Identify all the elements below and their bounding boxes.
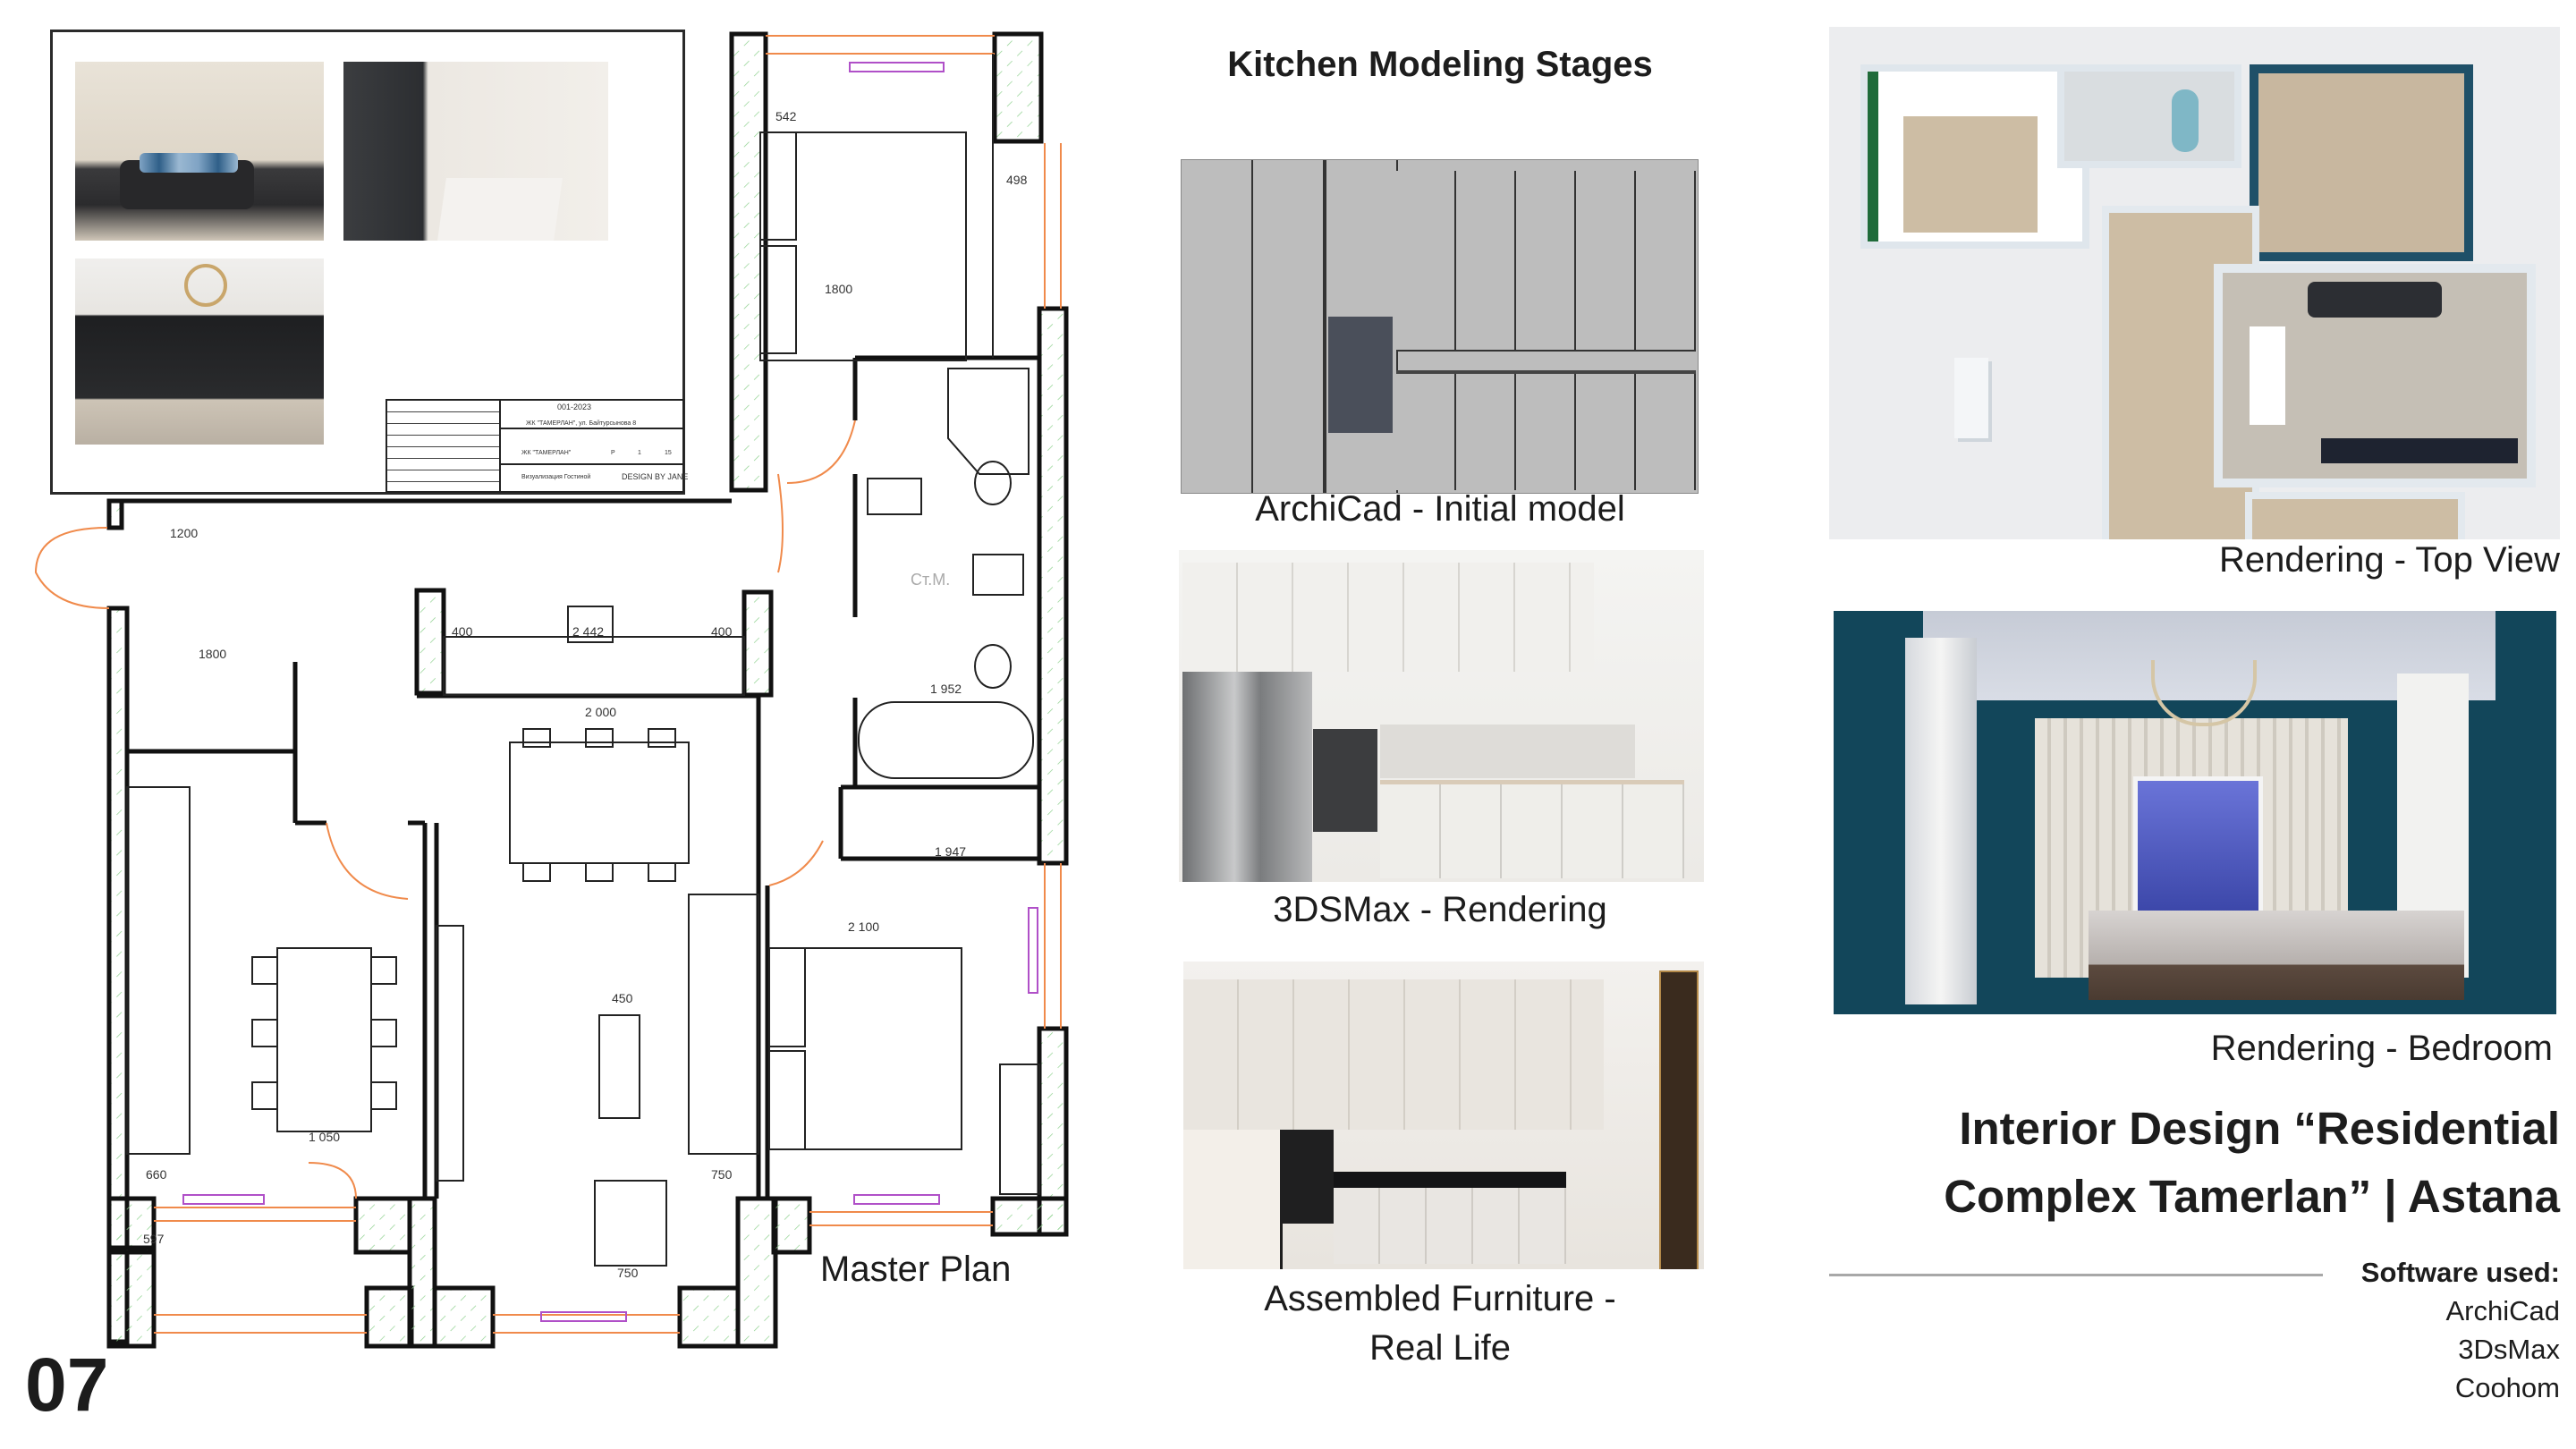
dim-1800-kitchen: 1800 — [199, 647, 227, 661]
page-number: 07 — [25, 1343, 109, 1427]
living-sofa-render — [75, 62, 324, 241]
photo-lower-cabinets — [1334, 1188, 1566, 1264]
dim-1050: 1 050 — [309, 1130, 341, 1144]
tv-bedroom-blue — [2250, 64, 2473, 261]
software-coohom: Coohom — [2454, 1372, 2560, 1403]
dining-render — [343, 62, 608, 241]
tv-kitchen — [2245, 492, 2465, 539]
dim-2000: 2 000 — [585, 705, 617, 719]
divider-line — [1829, 1274, 2323, 1276]
dim-1952: 1 952 — [930, 682, 962, 696]
archicad-tall-units — [1182, 160, 1325, 493]
br-curtain-left — [1905, 638, 1977, 1004]
3dsmax-caption: 3DSMax - Rendering — [1273, 890, 1607, 929]
real-life-caption-line1: Assembled Furniture - — [1264, 1279, 1616, 1318]
tv-boiler — [1954, 358, 1988, 438]
render-oven — [1313, 729, 1377, 832]
tv-sofa — [2308, 282, 2442, 318]
tb-sheets: 15 — [665, 450, 672, 456]
tv-bedroom-green — [1860, 64, 2089, 249]
chandelier-shape — [184, 264, 227, 307]
software-label: Software used: — [2360, 1257, 2560, 1288]
photo-countertop — [1334, 1172, 1566, 1188]
tb-sheet: 1 — [638, 450, 641, 456]
archicad-oven-column — [1325, 160, 1398, 493]
dim-542: 542 — [775, 109, 797, 123]
tv-island — [2250, 326, 2285, 425]
top-view-rendering — [1829, 27, 2560, 539]
dim-1947: 1 947 — [935, 844, 967, 859]
washer-label: Ст.М. — [911, 571, 951, 589]
3dsmax-kitchen-image — [1179, 550, 1704, 882]
dim-597: 597 — [143, 1232, 165, 1246]
bedroom-caption: Rendering - Bedroom — [2210, 1029, 2553, 1068]
top-view-caption: Rendering - Top View — [2219, 540, 2560, 580]
dim-1800: 1800 — [825, 282, 853, 296]
project-title-line2: Complex Tamerlan” | Astana — [1944, 1171, 2560, 1222]
dim-400-left: 400 — [452, 624, 473, 639]
photo-upper-cabinets — [1183, 979, 1604, 1130]
master-floor-plan — [34, 31, 1069, 1349]
tv-counter — [2321, 438, 2518, 463]
render-upper-cabinets — [1182, 563, 1594, 672]
br-window — [2133, 776, 2263, 919]
archicad-kitchen-image — [1181, 159, 1699, 494]
render-fridge — [1182, 672, 1312, 882]
archicad-caption: ArchiCad - Initial model — [1255, 489, 1625, 529]
tv-floor1 — [1903, 116, 2038, 233]
tb-stage: Р — [611, 450, 615, 456]
tb-sheet-name: Визуализация Гостиной — [521, 474, 591, 480]
master-plan-label: Master Plan — [820, 1250, 1012, 1289]
dim-498: 498 — [1006, 173, 1028, 187]
tv-living — [2214, 264, 2536, 487]
dim-2100: 2 100 — [848, 919, 880, 934]
tb-grid — [387, 401, 501, 491]
project-title-line1: Interior Design “Residential — [1959, 1103, 2560, 1154]
dining-table-shape — [437, 178, 563, 241]
dim-2442: 2 442 — [572, 624, 605, 639]
tb-divider — [499, 428, 682, 429]
dim-750: 750 — [711, 1167, 733, 1182]
software-archicad: ArchiCad — [2445, 1295, 2561, 1326]
br-chandelier — [2151, 660, 2257, 726]
photo-glass-cabinet — [1659, 970, 1699, 1269]
photo-oven — [1280, 1130, 1334, 1224]
tv-bathtub — [2172, 89, 2199, 152]
dim-400-right: 400 — [711, 624, 733, 639]
render-lower-cabinets — [1380, 780, 1684, 878]
real-life-caption-line2: Real Life — [1369, 1328, 1511, 1368]
software-3dsmax: 3DsMax — [2458, 1334, 2560, 1365]
dim-750-chair: 750 — [617, 1266, 639, 1280]
archicad-ovens — [1328, 317, 1393, 433]
kitchen-stages-title: Kitchen Modeling Stages — [1227, 45, 1653, 84]
tb-code: 001-2023 — [557, 402, 592, 411]
tb-studio: DESIGN BY JANE — [622, 472, 689, 481]
tb-project: ЖК "ТАМЕРЛАН" — [521, 450, 572, 456]
tb-divider2 — [499, 463, 682, 465]
living-room-sheet: 001-2023 ЖК "ТАМЕРЛАН", ул. Байтурсынова… — [50, 30, 688, 495]
br-bed — [2089, 911, 2464, 1000]
dim-1200: 1200 — [170, 526, 199, 540]
tb-address: ЖК "ТАМЕРЛАН", ул. Байтурсынова 8 — [526, 420, 637, 427]
pillows — [140, 153, 238, 173]
dim-450: 450 — [612, 991, 633, 1005]
bedroom-rendering — [1834, 611, 2556, 1014]
real-kitchen-photo — [1183, 962, 1704, 1269]
archicad-upper-cabinets — [1396, 171, 1696, 352]
living-tv-render — [75, 258, 324, 445]
archicad-lower-cabinets — [1396, 370, 1696, 490]
tv-green-wall — [1868, 72, 1878, 242]
render-backsplash — [1380, 724, 1635, 778]
drawing-title-block: 001-2023 ЖК "ТАМЕРЛАН", ул. Байтурсынова… — [386, 399, 688, 493]
dim-660: 660 — [146, 1167, 167, 1182]
tv-bathrooms — [2057, 64, 2241, 168]
